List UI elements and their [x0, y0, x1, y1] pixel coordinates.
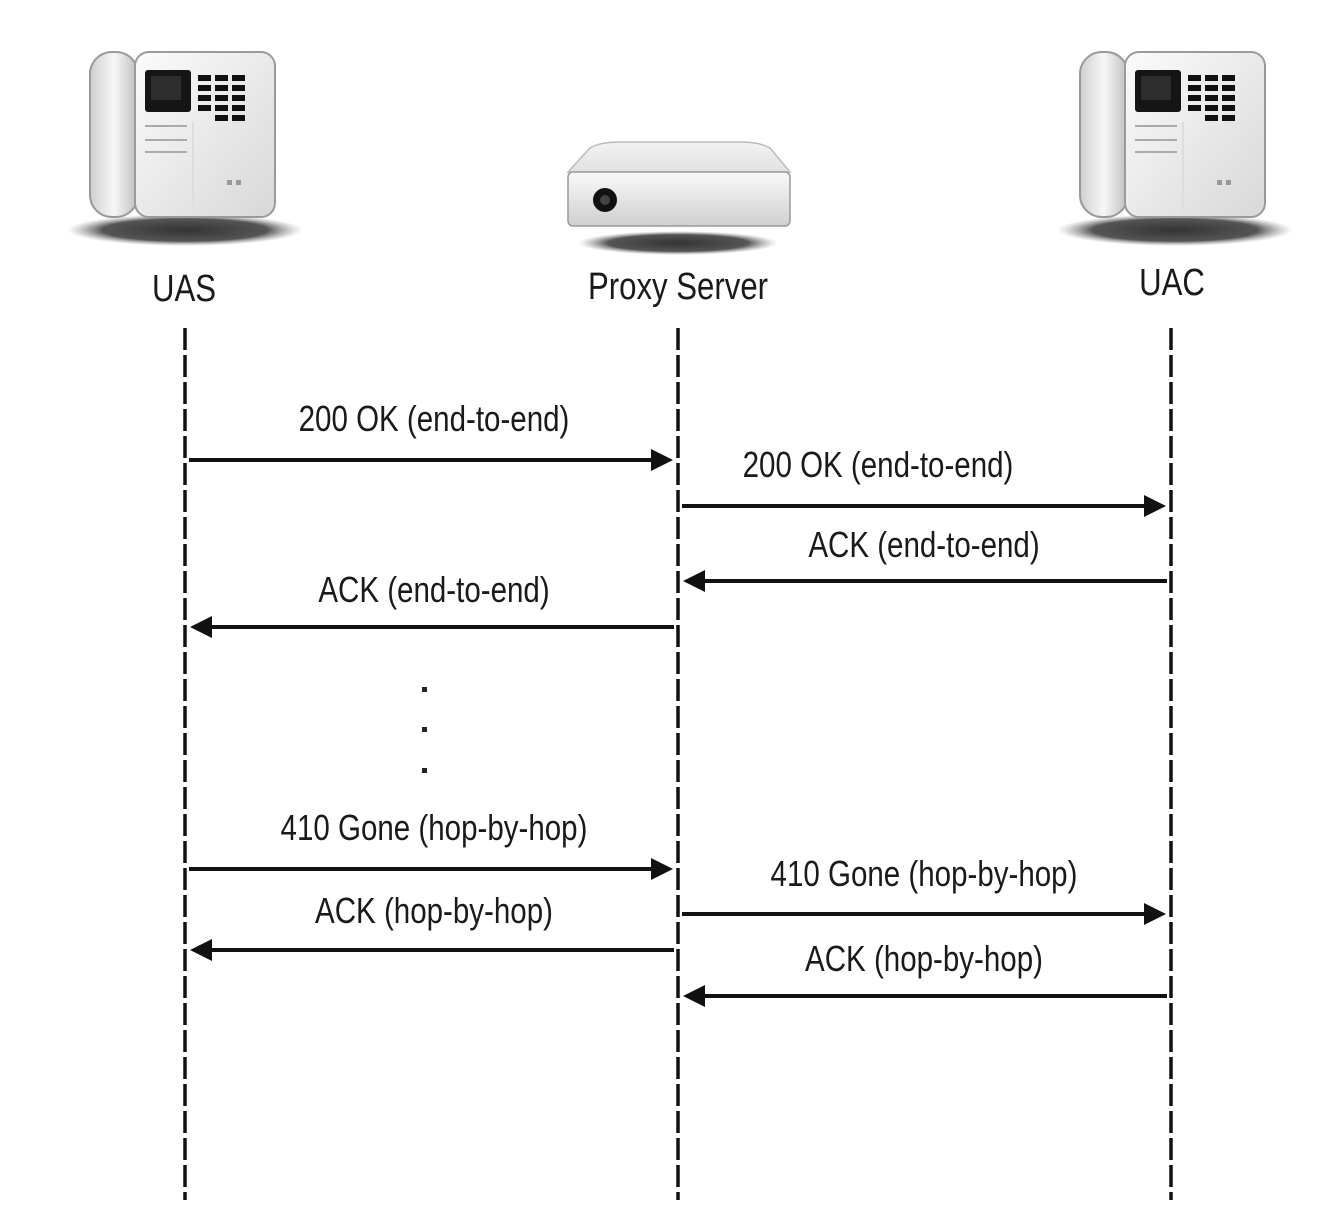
message-arrow — [190, 616, 674, 638]
message-arrow — [683, 570, 1167, 592]
uac-phone-icon — [1056, 51, 1294, 247]
message-label: ACK (end-to-end) — [318, 569, 550, 610]
arrowhead-icon — [683, 570, 705, 592]
arrowhead-icon — [651, 858, 673, 880]
ellipsis-dot — [422, 768, 427, 773]
message-label: ACK (hop-by-hop) — [805, 938, 1043, 979]
message-arrow — [683, 985, 1167, 1007]
message-label: ACK (end-to-end) — [808, 524, 1040, 565]
arrowhead-icon — [1144, 903, 1166, 925]
arrowhead-icon — [190, 939, 212, 961]
message-arrow — [190, 939, 674, 961]
arrowhead-icon — [651, 449, 673, 471]
message-label: 200 OK (end-to-end) — [298, 398, 570, 439]
uas-phone-icon — [66, 51, 304, 247]
arrowhead-icon — [190, 616, 212, 638]
ellipsis-dot — [422, 687, 427, 692]
arrowhead-icon — [683, 985, 705, 1007]
entity-label-uac: UAC — [1139, 262, 1205, 304]
ellipsis-dot — [422, 727, 427, 732]
proxy-server-icon — [566, 141, 792, 255]
message-arrow — [189, 449, 673, 471]
entity-label-uas: UAS — [151, 268, 217, 310]
message-arrow — [189, 858, 673, 880]
message-label: 410 Gone (hop-by-hop) — [280, 807, 588, 848]
arrowhead-icon — [1144, 495, 1166, 517]
message-label: 200 OK (end-to-end) — [742, 444, 1014, 485]
message-label: 410 Gone (hop-by-hop) — [770, 853, 1078, 894]
entity-label-proxy: Proxy Server — [587, 266, 769, 308]
message-arrow — [682, 903, 1166, 925]
message-label: ACK (hop-by-hop) — [315, 890, 553, 931]
message-arrow — [682, 495, 1166, 517]
